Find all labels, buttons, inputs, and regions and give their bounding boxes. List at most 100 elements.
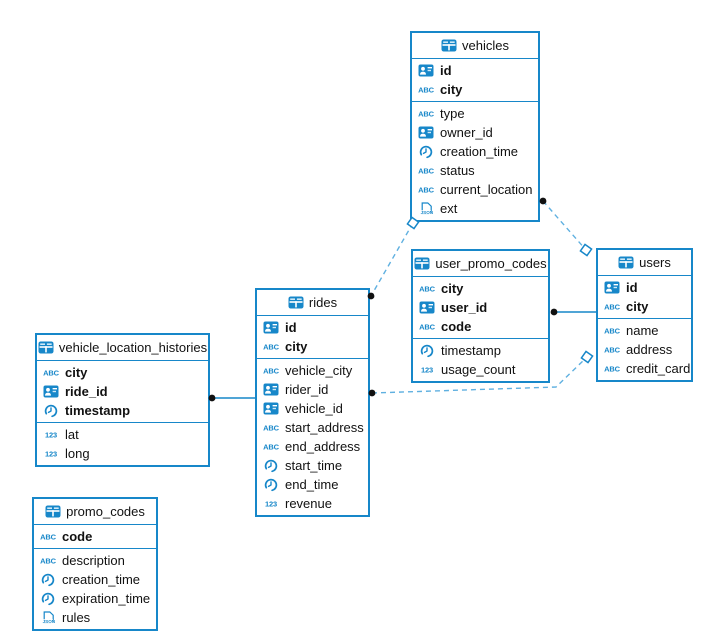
abc-icon: ABC bbox=[42, 368, 60, 378]
table-header[interactable]: promo_codes bbox=[34, 499, 156, 525]
table-icon bbox=[288, 296, 304, 309]
num-icon: 123 bbox=[42, 450, 60, 457]
table-title: user_promo_codes bbox=[435, 256, 547, 271]
abc-icon-label: ABC bbox=[418, 166, 434, 176]
table-header[interactable]: rides bbox=[257, 290, 368, 316]
table-header[interactable]: vehicles bbox=[412, 33, 538, 59]
id-card-icon bbox=[262, 402, 280, 415]
table-header[interactable]: user_promo_codes bbox=[413, 251, 548, 277]
table-header[interactable]: vehicle_location_histories bbox=[37, 335, 208, 361]
column-name: usage_count bbox=[441, 362, 516, 377]
column-name: end_time bbox=[285, 477, 339, 492]
table-header[interactable]: users bbox=[598, 250, 691, 276]
column-row-user_id[interactable]: user_id bbox=[413, 298, 548, 317]
column-name: city bbox=[626, 299, 649, 314]
clock-icon bbox=[417, 145, 435, 159]
abc-icon-label: ABC bbox=[418, 109, 434, 119]
abc-icon: ABC bbox=[603, 365, 621, 372]
table-title: vehicles bbox=[462, 38, 509, 53]
column-name: id bbox=[440, 63, 452, 78]
abc-icon-label: ABC bbox=[419, 322, 435, 332]
column-name: code bbox=[62, 529, 93, 544]
id-card-icon bbox=[417, 126, 435, 139]
column-name: status bbox=[440, 163, 475, 178]
column-name: start_time bbox=[285, 458, 343, 473]
abc-icon-label: ABC bbox=[263, 423, 279, 433]
num-icon: 123 bbox=[418, 366, 436, 373]
column-name: id bbox=[626, 280, 638, 295]
column-name: type bbox=[440, 106, 465, 121]
column-row-end_time[interactable]: end_time bbox=[257, 475, 368, 494]
abc-icon: ABC bbox=[603, 303, 621, 310]
abc-icon-label: ABC bbox=[419, 284, 435, 294]
column-name: rules bbox=[62, 610, 91, 625]
column-name: rider_id bbox=[285, 382, 329, 397]
column-row-owner_id[interactable]: owner_id bbox=[412, 123, 538, 142]
column-row-id[interactable]: id bbox=[412, 61, 538, 80]
column-row-city[interactable]: ABC city bbox=[598, 297, 691, 316]
table-title: rides bbox=[308, 295, 338, 310]
column-name: long bbox=[65, 446, 90, 461]
column-row-rider_id[interactable]: rider_id bbox=[257, 380, 368, 399]
column-name: lat bbox=[65, 427, 79, 442]
column-name: creation_time bbox=[62, 572, 141, 587]
column-row-long[interactable]: 123 long bbox=[37, 444, 208, 463]
column-row-credit_card[interactable]: ABC credit_card bbox=[598, 359, 691, 378]
column-row-lat[interactable]: 123 lat bbox=[37, 425, 208, 444]
column-row-usage_count[interactable]: 123 usage_count bbox=[413, 360, 548, 379]
column-row-expiration_time[interactable]: expiration_time bbox=[34, 589, 156, 608]
column-row-creation_time[interactable]: creation_time bbox=[412, 142, 538, 161]
column-row-id[interactable]: id bbox=[257, 318, 368, 337]
column-name: end_address bbox=[285, 439, 361, 454]
column-row-timestamp[interactable]: timestamp bbox=[37, 401, 208, 420]
abc-icon-label: ABC bbox=[43, 368, 59, 378]
num-icon: 123 bbox=[42, 431, 60, 438]
abc-icon-label: ABC bbox=[604, 345, 620, 355]
column-name: credit_card bbox=[626, 361, 691, 376]
column-name: owner_id bbox=[440, 125, 493, 140]
num-icon-label: 123 bbox=[265, 499, 277, 509]
abc-icon: ABC bbox=[603, 327, 621, 334]
column-row-ride_id[interactable]: ride_id bbox=[37, 382, 208, 401]
column-row-status[interactable]: ABC status bbox=[412, 161, 538, 180]
column-name: city bbox=[441, 281, 464, 296]
column-row-city[interactable]: ABC city bbox=[413, 279, 548, 298]
column-row-start_time[interactable]: start_time bbox=[257, 456, 368, 475]
column-row-creation_time[interactable]: creation_time bbox=[34, 570, 156, 589]
column-row-type[interactable]: ABC type bbox=[412, 104, 538, 123]
column-name: id bbox=[285, 320, 297, 335]
column-row-vehicle_id[interactable]: vehicle_id bbox=[257, 399, 368, 418]
columns-section: timestamp 123 usage_count bbox=[413, 339, 548, 381]
abc-icon: ABC bbox=[603, 345, 621, 355]
column-row-timestamp[interactable]: timestamp bbox=[413, 341, 548, 360]
column-row-id[interactable]: id bbox=[598, 278, 691, 297]
column-name: city bbox=[285, 339, 308, 354]
abc-icon-label: ABC bbox=[263, 366, 279, 376]
clock-icon bbox=[42, 404, 60, 418]
